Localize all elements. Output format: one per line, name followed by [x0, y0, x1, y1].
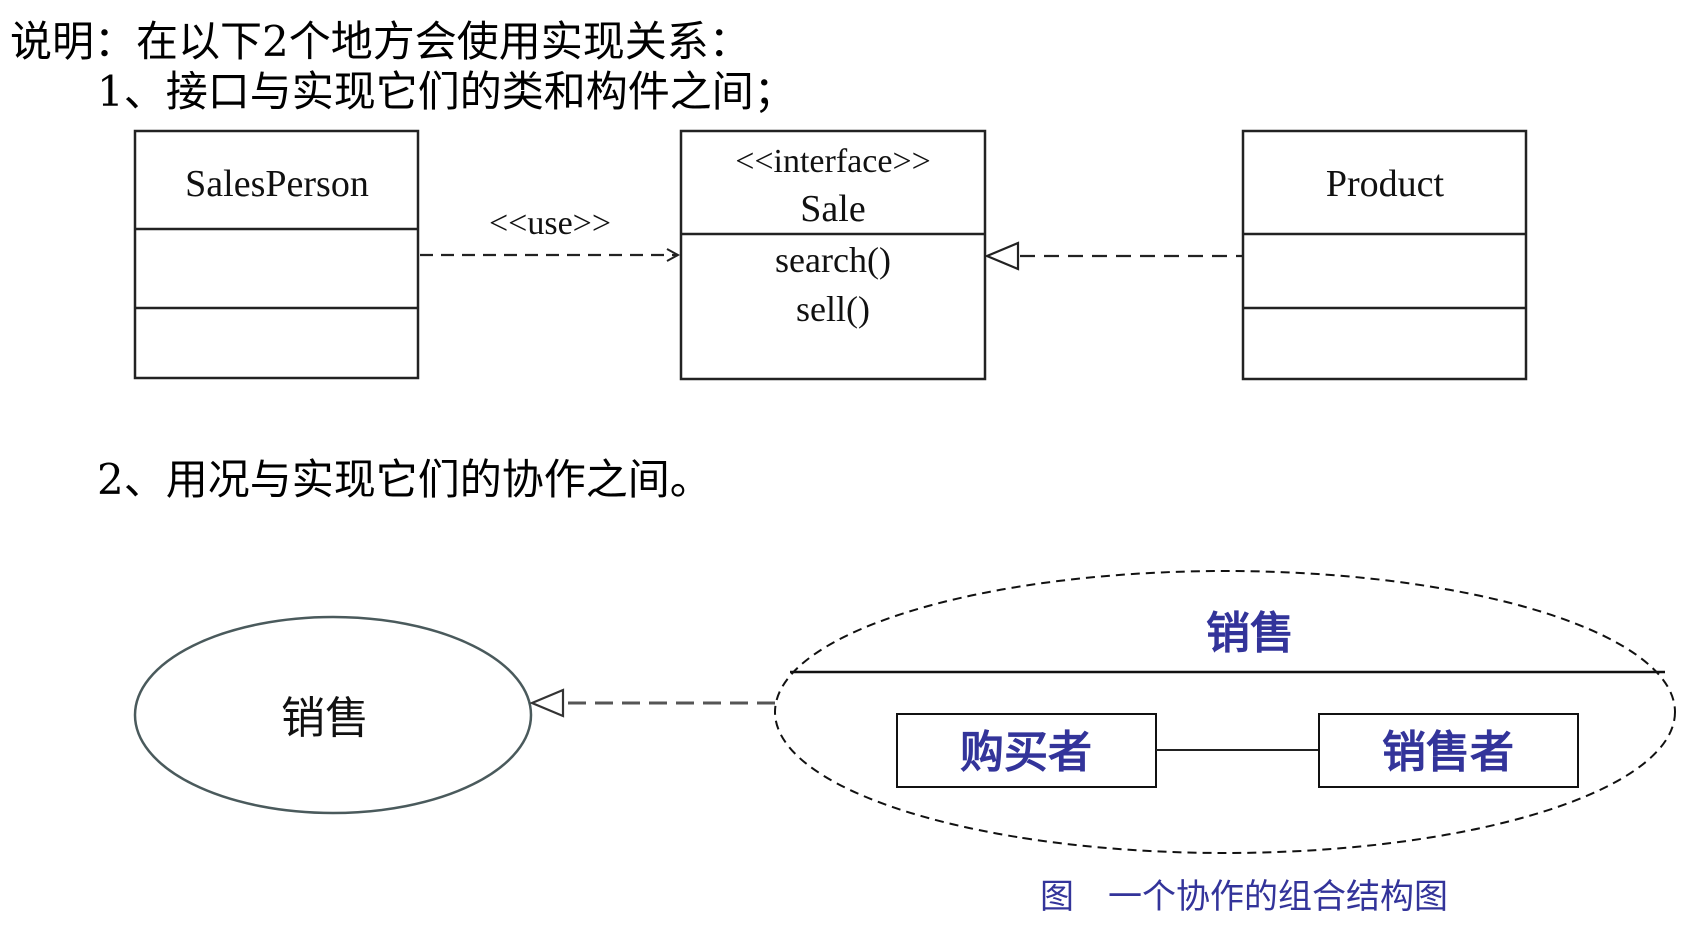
interface-sale-operation-search: search() — [775, 240, 891, 280]
item-1-text: 1、接口与实现它们的类和构件之间； — [97, 67, 796, 116]
class-salesperson-name: SalesPerson — [185, 163, 369, 205]
class-salesperson-box — [133, 129, 420, 380]
class-product-name: Product — [1326, 163, 1445, 205]
realization-product-sale — [984, 241, 1243, 271]
role-seller-box — [1318, 713, 1579, 788]
use-case-ellipse — [133, 615, 533, 815]
use-dependency-label: <<use>> — [489, 205, 611, 242]
role-seller[interactable]: 销售者 — [1318, 713, 1579, 788]
interface-sale-stereotype: <<interface>> — [735, 143, 931, 180]
interface-sale-operation-sell: sell() — [796, 289, 870, 329]
role-buyer[interactable]: 购买者 — [896, 713, 1157, 788]
class-product[interactable]: Product — [1241, 129, 1528, 381]
role-buyer-label: 购买者 — [960, 727, 1092, 778]
use-case-label: 销售 — [281, 693, 369, 744]
interface-sale[interactable]: <<interface>> Sale search() sell() — [679, 129, 987, 381]
collaboration-title: 销售 — [1206, 608, 1294, 659]
use-dependency: <<use>> — [420, 205, 678, 255]
figure-caption: 图 一个协作的组合结构图 — [1040, 877, 1448, 917]
use-case-sale[interactable]: 销售 — [133, 615, 533, 815]
realization-collaboration-usecase — [529, 688, 776, 718]
intro-text: 说明：在以下2个地方会使用实现关系： — [10, 17, 751, 66]
item-2-text: 2、用况与实现它们的协作之间。 — [97, 455, 712, 504]
collaboration-sale[interactable]: 销售 购买者 销售者 — [774, 570, 1676, 854]
collaboration-ellipse — [774, 570, 1676, 854]
realization-triangle-icon — [984, 241, 1020, 271]
interface-sale-box — [679, 129, 987, 381]
class-product-box — [1241, 129, 1528, 381]
role-seller-label: 销售者 — [1382, 727, 1514, 778]
class-salesperson[interactable]: SalesPerson — [133, 129, 420, 380]
collab-realization-triangle-icon — [529, 688, 565, 718]
interface-sale-name: Sale — [800, 188, 865, 230]
